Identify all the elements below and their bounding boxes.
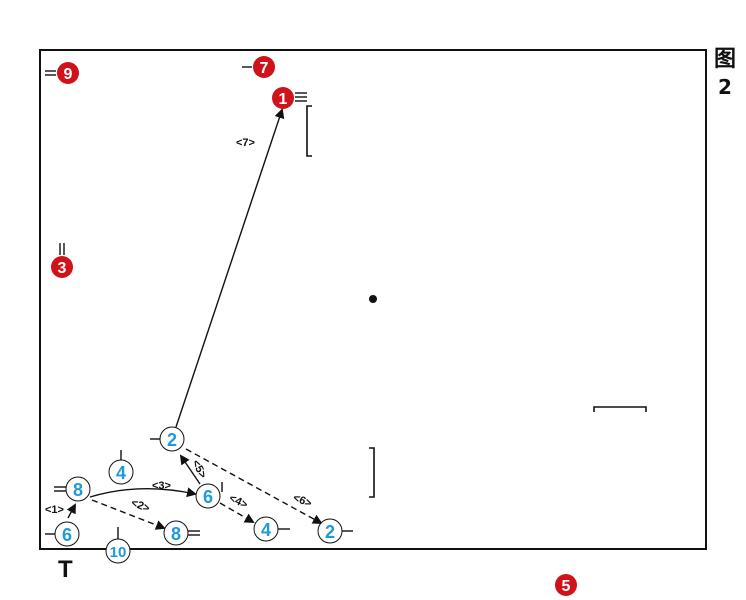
center-spot xyxy=(369,295,377,303)
svg-text:2: 2 xyxy=(325,522,335,542)
move-label: <2> xyxy=(129,497,151,515)
player-blue-6: 6 xyxy=(45,521,80,547)
svg-text:3: 3 xyxy=(58,260,67,277)
move-label: <3> xyxy=(152,480,171,492)
t-marker: T xyxy=(58,556,73,583)
player-red-9: 9 xyxy=(45,62,79,84)
move-line-m1 xyxy=(66,503,76,519)
player-blue-8: 8 xyxy=(54,476,91,502)
svg-text:6: 6 xyxy=(62,525,72,545)
move-line-m7 xyxy=(175,108,285,428)
figure-label: 图 2 xyxy=(710,46,740,100)
svg-text:8: 8 xyxy=(73,480,83,500)
player-blue-8: 8 xyxy=(163,520,200,546)
svg-text:4: 4 xyxy=(261,520,271,540)
svg-text:4: 4 xyxy=(116,463,126,483)
svg-text:6: 6 xyxy=(203,487,213,507)
move-label: <5> xyxy=(189,458,209,480)
figure-label-number: 2 xyxy=(718,75,732,99)
bracket-mark xyxy=(593,406,647,412)
svg-text:2: 2 xyxy=(167,430,177,450)
field-boundary xyxy=(39,49,707,550)
bracket-mark xyxy=(306,105,312,157)
player-blue-2: 2 xyxy=(317,518,353,544)
svg-text:10: 10 xyxy=(110,544,127,561)
player-blue-2: 2 xyxy=(150,426,185,452)
move-line-m5 xyxy=(179,454,201,485)
bracket-mark xyxy=(369,447,375,498)
svg-text:1: 1 xyxy=(279,91,288,108)
move-label: <1> xyxy=(45,504,64,516)
player-blue-4: 4 xyxy=(108,450,134,485)
player-red-5: 5 xyxy=(555,574,577,596)
svg-text:8: 8 xyxy=(171,524,181,544)
player-red-7: 7 xyxy=(242,56,275,78)
player-red-1: 1 xyxy=(272,87,307,109)
player-blue-6: 6 xyxy=(195,482,223,509)
svg-text:7: 7 xyxy=(260,60,269,77)
figure-label-top: 图 xyxy=(713,47,736,72)
move-label: <7> xyxy=(236,137,255,149)
player-blue-10: 10 xyxy=(105,527,131,564)
move-line-m6 xyxy=(185,448,323,524)
move-line-m2 xyxy=(91,499,166,530)
player-red-3: 3 xyxy=(51,243,73,278)
move-line-m4 xyxy=(219,502,255,523)
svg-text:9: 9 xyxy=(64,66,73,83)
player-blue-4: 4 xyxy=(253,516,290,542)
svg-text:5: 5 xyxy=(562,578,571,595)
move-line-m3 xyxy=(89,487,197,498)
move-label: <6> xyxy=(291,492,313,510)
